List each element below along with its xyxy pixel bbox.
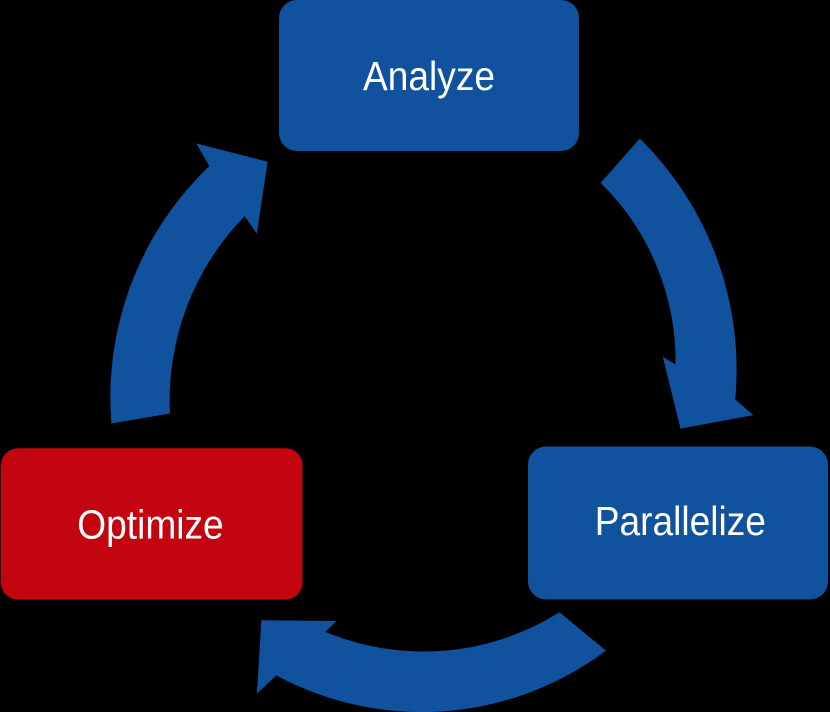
- svg-text:Parallelize: Parallelize: [595, 499, 766, 544]
- svg-text:Optimize: Optimize: [77, 503, 223, 548]
- svg-text:Analyze: Analyze: [363, 54, 495, 99]
